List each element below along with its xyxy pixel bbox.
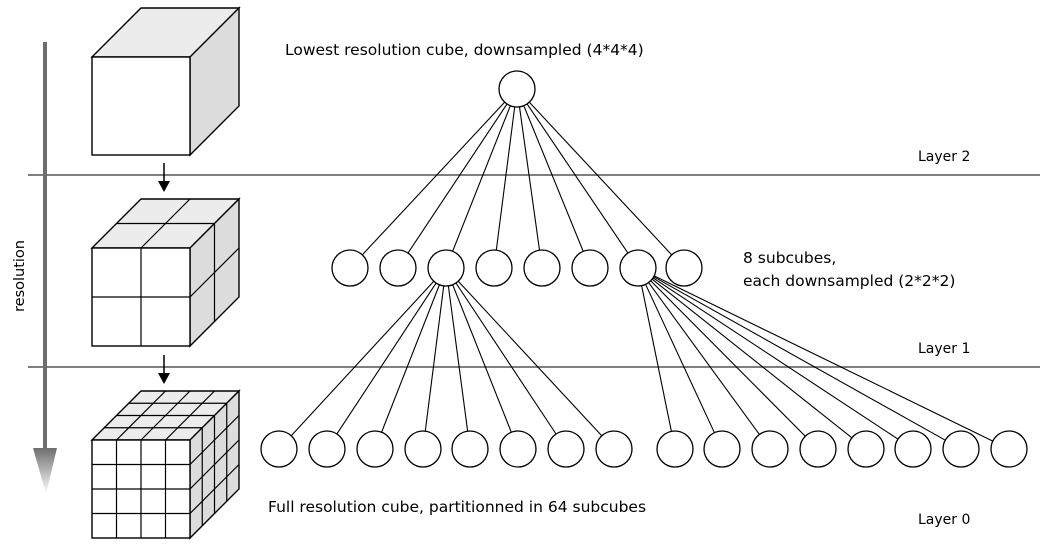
downsample-arrow-top-head bbox=[158, 181, 170, 192]
tree-node-l1-7[interactable] bbox=[665, 249, 703, 287]
tree-node-l2-14[interactable] bbox=[942, 430, 980, 468]
tree-node-l2-10[interactable] bbox=[751, 430, 789, 468]
resolution-axis: resolution bbox=[12, 42, 57, 494]
tree-edge-l1-6-to-l2-9 bbox=[645, 284, 715, 433]
tree-node-l2-15[interactable] bbox=[990, 430, 1028, 468]
resolution-axis-arrowhead bbox=[33, 448, 57, 494]
tree-node-l1-6[interactable] bbox=[619, 249, 657, 287]
tree-node-l2-4[interactable] bbox=[451, 430, 489, 468]
mid-resolution-cube bbox=[90, 197, 241, 348]
tree-node-l2-6[interactable] bbox=[547, 430, 585, 468]
tree-node-l2-5[interactable] bbox=[499, 430, 537, 468]
tree-node-l2-12[interactable] bbox=[847, 430, 885, 468]
tree-edge-root-to-l1-3 bbox=[495, 106, 516, 251]
bottom-annotation-label: Full resolution cube, partitionned in 64… bbox=[268, 498, 646, 516]
layer-1-label: Layer 1 bbox=[918, 341, 970, 357]
tree-edge-l1-6-to-l2-14 bbox=[653, 276, 946, 441]
tree-node-root[interactable] bbox=[498, 70, 536, 108]
resolution-axis-label: resolution bbox=[12, 240, 28, 312]
layer-2-label: Layer 2 bbox=[918, 149, 970, 165]
downsample-arrow-top bbox=[158, 163, 170, 192]
cube1-front-face bbox=[91, 56, 191, 156]
tree-edge-l1-6-to-l2-8 bbox=[641, 285, 672, 432]
tree-node-l2-3[interactable] bbox=[404, 430, 442, 468]
tree-edge-root-to-l1-2 bbox=[452, 105, 511, 252]
tree-edge-l1-2-to-l2-1 bbox=[336, 282, 437, 435]
tree-edge-l1-2-to-l2-2 bbox=[381, 284, 440, 433]
tree-edge-l1-2-to-l2-4 bbox=[447, 285, 469, 432]
tree-edge-l1-2-to-l2-5 bbox=[452, 284, 512, 433]
lowest-resolution-cube bbox=[90, 6, 241, 157]
top-annotation-label: Lowest resolution cube, downsampled (4*4… bbox=[285, 41, 644, 59]
tree-edge-l1-6-to-l2-13 bbox=[652, 277, 899, 440]
tree-edge-l1-6-to-l2-10 bbox=[648, 282, 760, 435]
tree-node-l2-0[interactable] bbox=[260, 430, 298, 468]
tree-node-l1-3[interactable] bbox=[475, 249, 513, 287]
tree-edge-root-to-l1-5 bbox=[523, 105, 584, 252]
tree-edge-l1-6-to-l2-12 bbox=[651, 278, 853, 439]
tree-node-l2-9[interactable] bbox=[703, 430, 741, 468]
tree-node-l1-5[interactable] bbox=[571, 249, 609, 287]
tree-node-l1-2[interactable] bbox=[427, 249, 465, 287]
downsample-arrow-bottom-head bbox=[158, 373, 170, 384]
tree-node-l2-2[interactable] bbox=[356, 430, 394, 468]
tree-edge-l1-2-to-l2-7 bbox=[457, 280, 603, 437]
tree-node-l2-7[interactable] bbox=[595, 430, 633, 468]
layer-rules bbox=[28, 174, 1040, 368]
middle-annotation-label-line1: 8 subcubes, bbox=[743, 249, 836, 267]
tree-node-l2-13[interactable] bbox=[894, 430, 932, 468]
tree-edge-root-to-l1-4 bbox=[518, 106, 541, 251]
downsample-arrow-bottom bbox=[158, 355, 170, 384]
middle-annotation-label-line2: each downsampled (2*2*2) bbox=[743, 272, 955, 290]
tree-edge-l1-2-to-l2-3 bbox=[424, 285, 445, 432]
tree-node-l2-11[interactable] bbox=[799, 430, 837, 468]
tree-node-l1-0[interactable] bbox=[331, 249, 369, 287]
tree-edge-l1-2-to-l2-6 bbox=[455, 282, 557, 435]
tree-node-l2-1[interactable] bbox=[308, 430, 346, 468]
tree-edges bbox=[290, 101, 994, 442]
tree-edge-l1-2-to-l2-0 bbox=[290, 280, 435, 437]
tree-node-l1-4[interactable] bbox=[523, 249, 561, 287]
full-resolution-cube bbox=[90, 389, 241, 540]
tree-nodes bbox=[260, 70, 1028, 468]
tree-edge-l1-6-to-l2-11 bbox=[650, 280, 806, 437]
layer-0-label: Layer 0 bbox=[918, 512, 970, 528]
tree-edge-root-to-l1-0 bbox=[361, 101, 506, 256]
tree-edge-root-to-l1-6 bbox=[526, 103, 629, 254]
tree-node-l1-1[interactable] bbox=[379, 249, 417, 287]
tree-edge-root-to-l1-1 bbox=[407, 103, 508, 254]
tree-edge-l1-6-to-l2-15 bbox=[653, 275, 994, 442]
tree-node-l2-8[interactable] bbox=[656, 430, 694, 468]
tree-edge-root-to-l1-7 bbox=[528, 101, 673, 256]
